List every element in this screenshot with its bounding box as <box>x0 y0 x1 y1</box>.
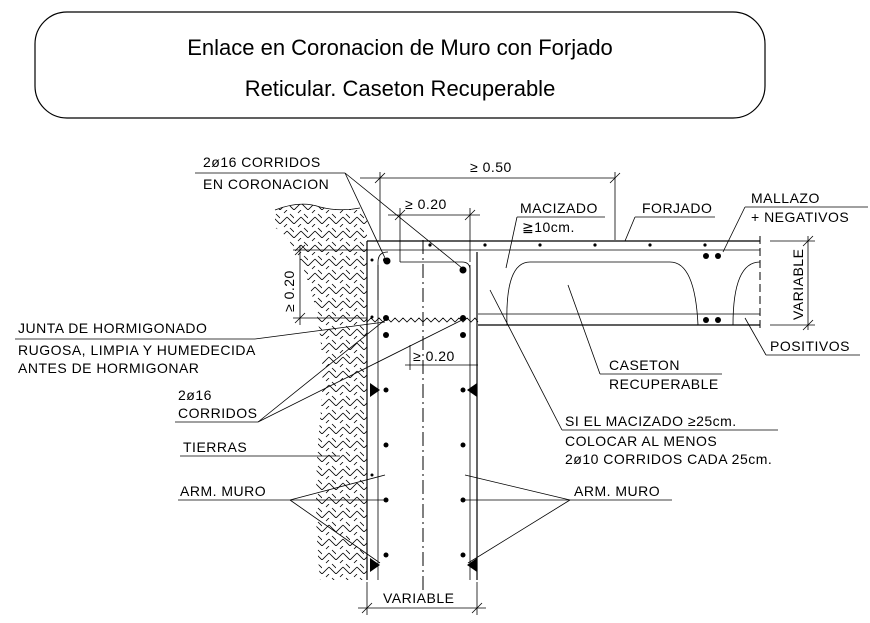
dimension-label: ≥ 0.20 <box>405 196 447 212</box>
slab <box>367 236 761 572</box>
wall <box>366 240 479 590</box>
label-text: RUGOSA, LIMPIA Y HUMEDECIDA <box>18 342 256 358</box>
label-text: FORJADO <box>642 200 712 216</box>
dimension-bottom-variable: VARIABLE <box>358 582 486 615</box>
label-arm-muro-right: ARM. MURO <box>464 474 672 564</box>
dimension-label: ≥ 0.20 <box>413 348 455 364</box>
dimension-left-020: ≥ 0.20 <box>281 244 367 325</box>
label-corridos-coronacion: 2ø16 CORRIDOS EN CORONACION <box>195 154 463 269</box>
label-text: ≧10cm. <box>522 219 575 235</box>
label-text: ARM. MURO <box>180 483 266 499</box>
label-text: EN CORONACION <box>203 176 329 192</box>
label-2016-corridos: 2ø16 CORRIDOS <box>175 319 463 423</box>
label-junta: JUNTA DE HORMIGONADO RUGOSA, LIMPIA Y HU… <box>15 320 386 376</box>
title-box: Enlace en Coronacion de Muro con Forjado… <box>34 11 766 119</box>
label-text: 2ø16 <box>178 387 212 403</box>
title-line-1: Enlace en Coronacion de Muro con Forjado <box>187 35 613 60</box>
label-tierras: TIERRAS <box>180 439 340 457</box>
label-text: ANTES DE HORMIGONAR <box>18 360 199 376</box>
label-text: 2ø16 CORRIDOS <box>203 154 321 170</box>
label-mallazo-negativos: MALLAZO + NEGATIVOS <box>722 190 868 253</box>
label-text: CORRIDOS <box>178 405 257 421</box>
label-text: 2ø10 CORRIDOS CADA 25cm. <box>565 451 772 467</box>
label-forjado: FORJADO <box>624 200 715 242</box>
label-text: SI EL MACIZADO ≥25cm. <box>565 413 737 429</box>
label-text: + NEGATIVOS <box>751 209 849 225</box>
label-text: RECUPERABLE <box>609 376 719 392</box>
label-si-macizado: SI EL MACIZADO ≥25cm. COLOCAR AL MENOS 2… <box>489 289 778 467</box>
label-text: ARM. MURO <box>574 483 660 499</box>
dimension-label: VARIABLE <box>790 249 806 320</box>
caseton-void <box>506 261 699 326</box>
dimension-label: ≥ 0.50 <box>470 159 512 175</box>
dimension-lower-020: ≥ 0.20 <box>405 345 478 370</box>
title-line-2: Reticular. Caseton Recuperable <box>245 76 556 101</box>
dimension-top-020: ≥ 0.20 <box>388 196 480 262</box>
label-positivos: POSITIVOS <box>744 317 860 356</box>
label-caseton: CASETON RECUPERABLE <box>567 284 722 392</box>
dimension-right-variable: VARIABLE <box>770 235 815 331</box>
dimension-label: ≥ 0.20 <box>281 270 297 312</box>
label-text: MALLAZO <box>751 190 820 206</box>
label-macizado: MACIZADO ≧10cm. <box>505 200 605 269</box>
soil-hatch <box>274 203 367 580</box>
label-text: JUNTA DE HORMIGONADO <box>18 320 207 336</box>
label-arm-muro-left: ARM. MURO <box>178 474 386 564</box>
label-text: CASETON <box>609 357 680 373</box>
label-text: POSITIVOS <box>770 338 850 354</box>
dimension-label: VARIABLE <box>383 590 454 606</box>
label-text: COLOCAR AL MENOS <box>565 433 717 449</box>
label-text: MACIZADO <box>520 200 598 216</box>
label-text: TIERRAS <box>183 439 247 455</box>
dimension-top-050: ≥ 0.50 <box>360 159 621 240</box>
